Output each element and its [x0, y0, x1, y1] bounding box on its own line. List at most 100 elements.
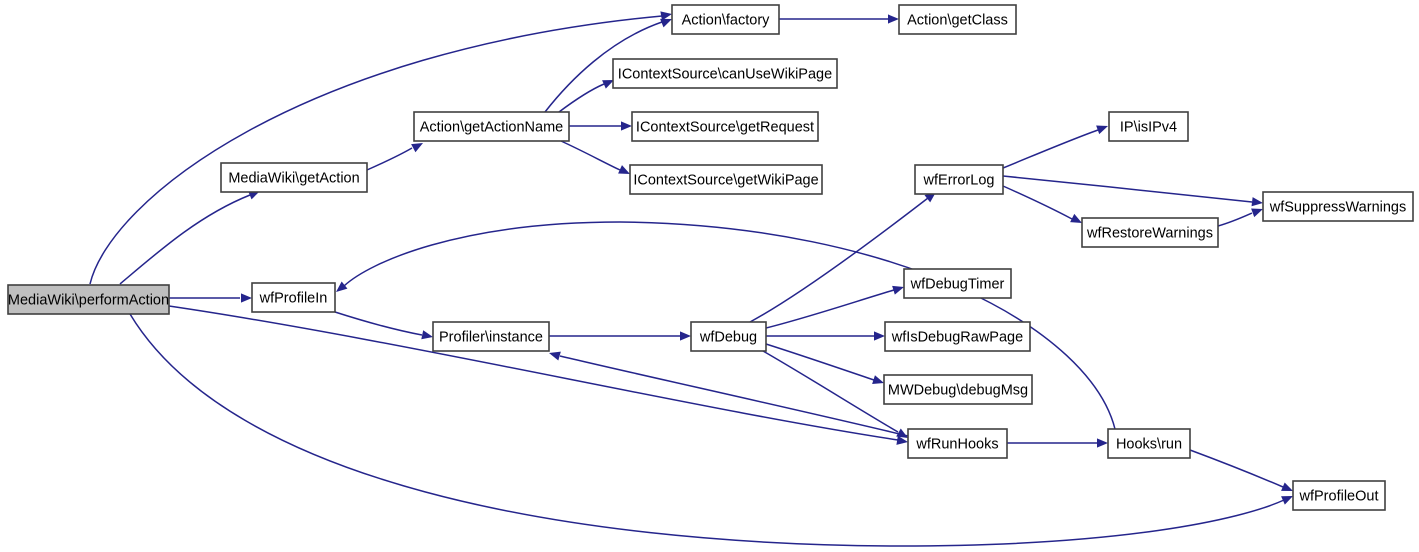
node-getActionName[interactable]: Action\getActionName — [413, 111, 570, 142]
arrowhead-icon — [872, 375, 884, 384]
edge-layer — [89, 11, 1293, 547]
node-box[interactable] — [7, 284, 170, 315]
node-getClass[interactable]: Action\getClass — [898, 4, 1017, 35]
edge-line — [343, 221, 1116, 430]
edge-line — [762, 350, 899, 433]
node-box[interactable] — [220, 162, 368, 193]
node-label: wfDebug — [699, 329, 757, 345]
edge-wfDebug-to-wfErrorLog — [749, 192, 936, 323]
node-box[interactable] — [898, 4, 1017, 35]
edge-getAction-to-getActionName — [366, 143, 423, 171]
arrowhead-icon — [241, 293, 252, 303]
node-box[interactable] — [903, 268, 1012, 299]
node-wfProfileOut[interactable]: wfProfileOut — [1292, 480, 1386, 511]
node-isIPv4[interactable]: IP\isIPv4 — [1108, 111, 1189, 142]
node-box[interactable] — [883, 374, 1033, 405]
edge-line — [1002, 129, 1099, 169]
node-label: wfProfileOut — [1299, 488, 1379, 504]
node-wfRunHooks[interactable]: wfRunHooks — [907, 428, 1008, 459]
node-box[interactable] — [690, 321, 767, 352]
edge-line — [129, 313, 1285, 547]
edge-performAction-to-getAction — [119, 190, 260, 285]
arrowhead-icon — [660, 11, 672, 21]
node-label: IContextSource\canUseWikiPage — [618, 66, 832, 82]
node-box[interactable] — [907, 428, 1008, 459]
node-getWikiPage[interactable]: IContextSource\getWikiPage — [629, 164, 823, 195]
node-label: wfRunHooks — [915, 436, 998, 452]
edge-performAction-to-wfProfileIn — [169, 293, 252, 303]
node-label: MediaWiki\performAction — [8, 292, 169, 308]
node-wfDebugTimer[interactable]: wfDebugTimer — [903, 268, 1012, 299]
node-box[interactable] — [1292, 480, 1386, 511]
node-hooksRun[interactable]: Hooks\run — [1107, 428, 1191, 459]
arrowhead-icon — [618, 165, 630, 174]
node-wfErrorLog[interactable]: wfErrorLog — [914, 164, 1004, 195]
node-label: wfRestoreWarnings — [1086, 225, 1213, 241]
edge-wfRunHooks-to-hooksRun — [1007, 438, 1108, 448]
node-wfIsDebugRawPage[interactable]: wfIsDebugRawPage — [884, 321, 1031, 352]
node-wfProfileIn[interactable]: wfProfileIn — [251, 282, 336, 313]
edge-restoreWarnings-to-suppressWarnings — [1217, 208, 1263, 227]
node-factory[interactable]: Action\factory — [671, 4, 780, 35]
node-performAction[interactable]: MediaWiki\performAction — [7, 284, 170, 315]
node-box[interactable] — [612, 58, 838, 89]
node-box[interactable] — [1081, 217, 1219, 248]
edge-hooksRun-to-wfProfileIn — [336, 221, 1116, 430]
arrowhead-icon — [411, 143, 423, 153]
node-box[interactable] — [1262, 191, 1414, 222]
node-label: wfErrorLog — [923, 172, 995, 188]
node-label: Action\factory — [682, 12, 771, 28]
arrowhead-icon — [1096, 125, 1108, 135]
node-label: wfSuppressWarnings — [1269, 199, 1406, 215]
edge-performAction-to-wfRunHooks — [168, 305, 908, 445]
node-label: IP\isIPv4 — [1120, 119, 1177, 135]
node-label: wfIsDebugRawPage — [891, 329, 1023, 345]
node-box[interactable] — [671, 4, 780, 35]
edge-performAction-to-factory — [89, 11, 672, 285]
node-box[interactable] — [251, 282, 336, 313]
node-label: MediaWiki\getAction — [228, 170, 359, 186]
edge-line — [559, 355, 909, 437]
arrowhead-icon — [1281, 482, 1293, 491]
edge-wfDebug-to-wfDebugTimer — [765, 285, 904, 329]
arrowhead-icon — [336, 281, 348, 292]
edge-wfErrorLog-to-restoreWarnings — [1002, 185, 1082, 223]
arrowhead-icon — [248, 190, 260, 200]
node-box[interactable] — [413, 111, 570, 142]
edge-line — [1002, 185, 1073, 220]
edge-line — [749, 197, 929, 323]
edge-line — [1002, 175, 1253, 203]
edge-line — [765, 343, 875, 381]
arrowhead-icon — [1097, 438, 1108, 448]
node-box[interactable] — [631, 111, 819, 142]
node-profilerInstance[interactable]: Profiler\instance — [432, 321, 550, 352]
node-box[interactable] — [914, 164, 1004, 195]
node-canUseWikiPage[interactable]: IContextSource\canUseWikiPage — [612, 58, 838, 89]
edge-line — [544, 21, 663, 113]
node-suppressWarnings[interactable]: wfSuppressWarnings — [1262, 191, 1414, 222]
edge-hooksRun-to-wfProfileOut — [1189, 449, 1293, 491]
node-debugMsg[interactable]: MWDebug\debugMsg — [883, 374, 1033, 405]
node-box[interactable] — [1107, 428, 1191, 459]
node-label: IContextSource\getWikiPage — [633, 172, 818, 188]
arrowhead-icon — [680, 331, 691, 341]
arrowhead-icon — [1070, 213, 1082, 223]
arrowhead-icon — [888, 14, 899, 24]
node-getRequest[interactable]: IContextSource\getRequest — [631, 111, 819, 142]
node-box[interactable] — [1108, 111, 1189, 142]
node-box[interactable] — [432, 321, 550, 352]
edge-line — [119, 194, 251, 285]
edge-wfProfileIn-to-profilerInstance — [334, 311, 433, 340]
arrowhead-icon — [874, 331, 885, 341]
node-wfDebug[interactable]: wfDebug — [690, 321, 767, 352]
node-box[interactable] — [629, 164, 823, 195]
node-box[interactable] — [884, 321, 1031, 352]
arrowhead-icon — [660, 18, 672, 28]
arrowhead-icon — [621, 121, 632, 131]
node-restoreWarnings[interactable]: wfRestoreWarnings — [1081, 217, 1219, 248]
node-label: Profiler\instance — [439, 329, 543, 345]
node-getAction[interactable]: MediaWiki\getAction — [220, 162, 368, 193]
edge-performAction-to-wfProfileOut — [129, 313, 1293, 547]
node-label: MWDebug\debugMsg — [888, 382, 1028, 398]
edge-wfDebug-to-wfIsDebugRawPage — [766, 331, 885, 341]
